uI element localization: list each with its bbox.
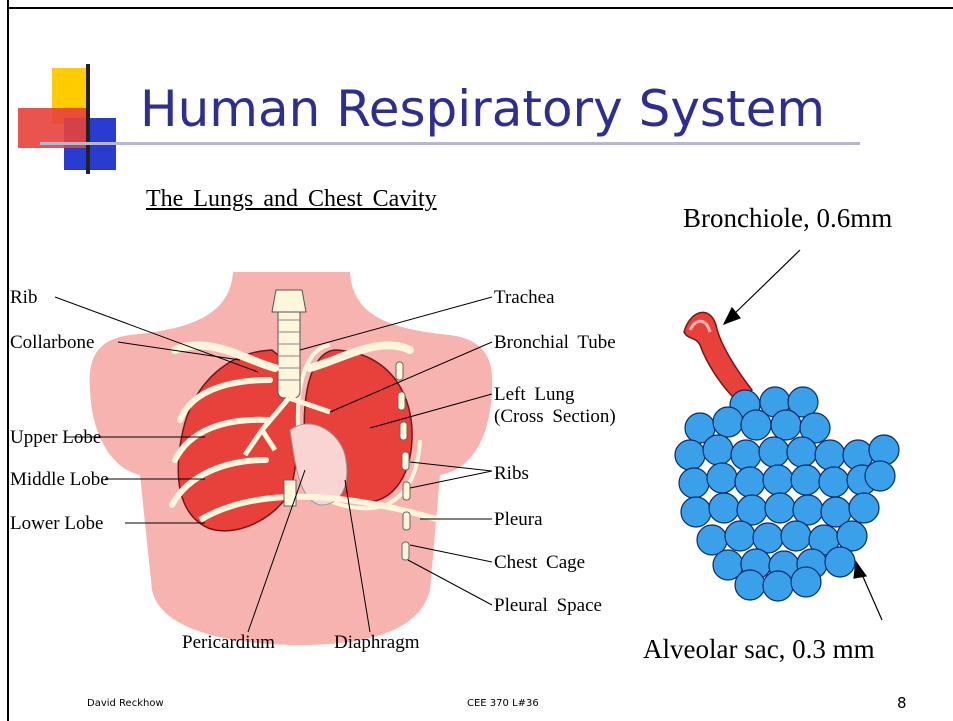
alveoli-cluster (675, 387, 899, 601)
alveolus (865, 461, 895, 491)
alveolus (713, 407, 743, 437)
alveolus (771, 410, 801, 440)
alveolus (735, 570, 765, 600)
alveolus (707, 463, 737, 493)
alveolus (759, 437, 789, 467)
alveolus (791, 567, 821, 597)
alveolus (787, 437, 817, 467)
alveolus (709, 493, 739, 523)
alveolus (869, 435, 899, 465)
alveolus (675, 440, 705, 470)
label-alveolar-sac: Alveolar sac, 0.3 mm (643, 634, 875, 665)
footer-author: David Reckhow (87, 698, 164, 709)
alveolus (735, 467, 765, 497)
alveolus (741, 410, 771, 440)
footer-course: CEE 370 L#36 (467, 698, 539, 709)
alveolus (731, 440, 761, 470)
page-number: 8 (897, 694, 907, 712)
alveolus (815, 440, 845, 470)
alveolus (781, 521, 811, 551)
alveolus (725, 521, 755, 551)
label-bronchiole: Bronchiole, 0.6mm (683, 203, 892, 234)
alveolus (681, 497, 711, 527)
alveolus (763, 571, 793, 601)
alveolus (819, 467, 849, 497)
alveolus (825, 547, 855, 577)
alveolus (849, 493, 879, 523)
alveolus (679, 468, 709, 498)
alveolus (703, 435, 733, 465)
alveolus (791, 465, 821, 495)
alveolus (763, 465, 793, 495)
alveolus (765, 493, 795, 523)
